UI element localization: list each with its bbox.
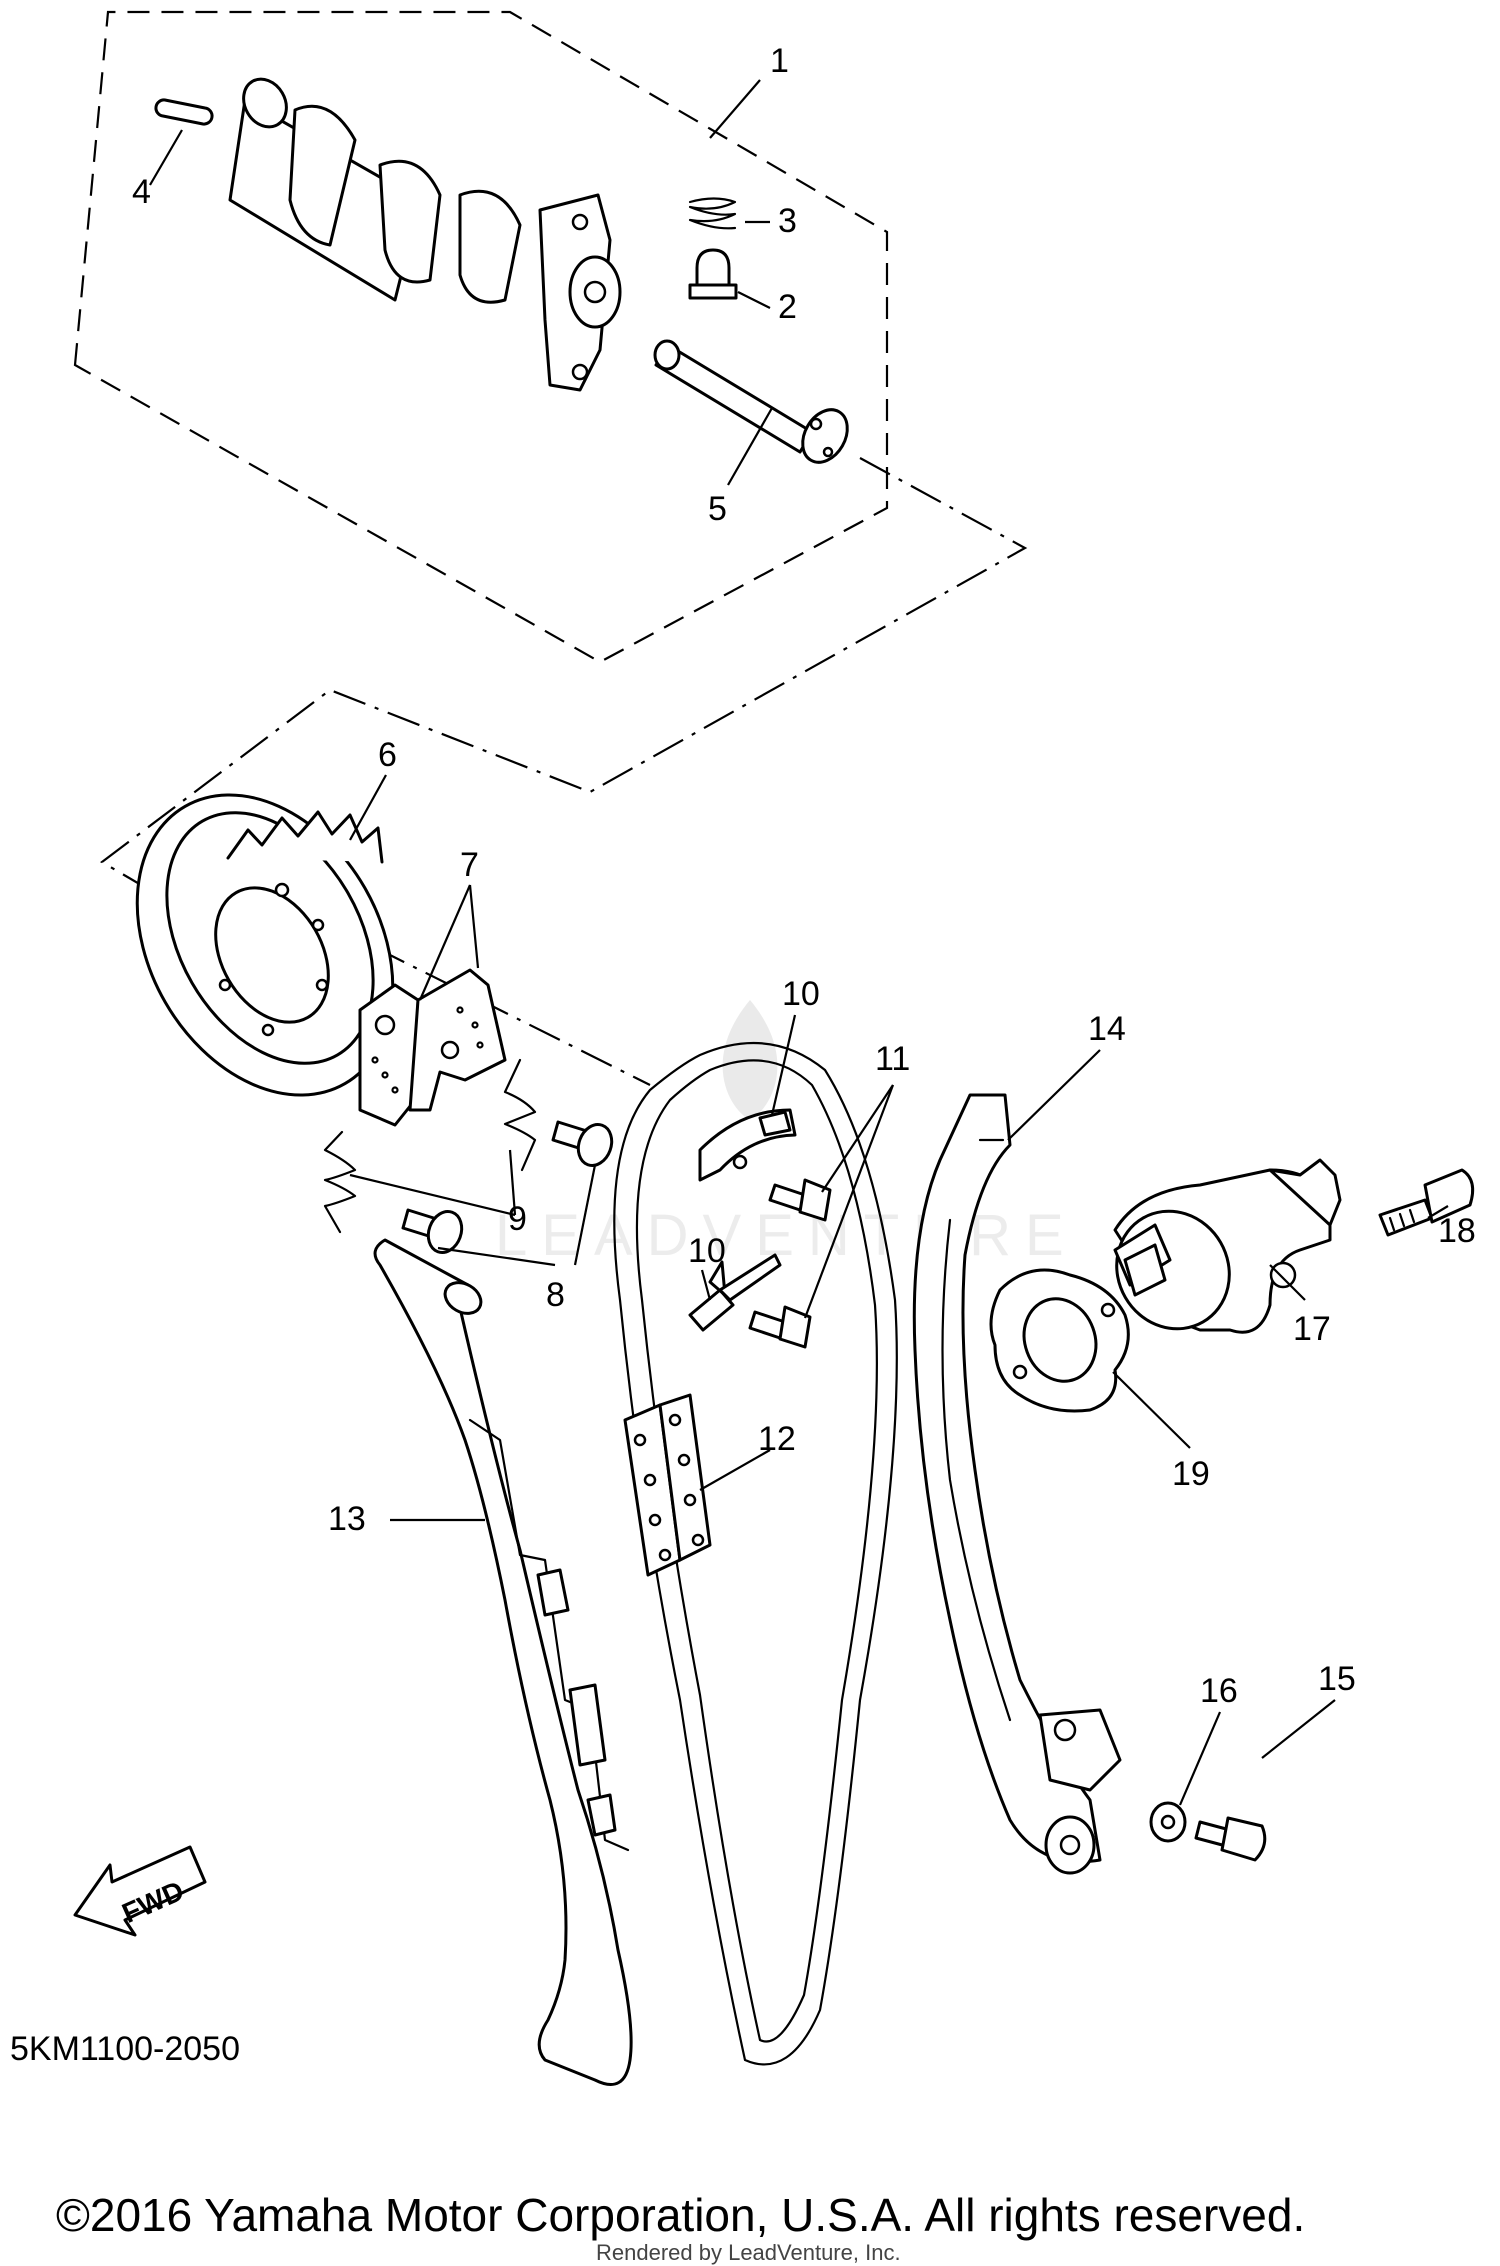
callout-10-upper: 10 <box>782 975 820 1013</box>
dowel-pin <box>154 98 214 126</box>
leader-lines <box>149 79 1449 1806</box>
cam-sprocket <box>135 793 395 1097</box>
chain-guide-lower <box>688 1253 782 1332</box>
chain-guide-upper <box>698 1108 797 1182</box>
guide-pivot-bolt <box>1194 1816 1267 1862</box>
weight-spring-left <box>323 1130 357 1234</box>
callout-7: 7 <box>460 846 479 884</box>
callout-6: 6 <box>378 736 397 774</box>
callout-3: 3 <box>778 202 797 240</box>
callout-4: 4 <box>132 173 151 211</box>
diagram-code: 5KM1100-2050 <box>10 2030 240 2068</box>
callout-10-lower: 10 <box>688 1232 726 1270</box>
chain-guide-front <box>373 1238 633 2086</box>
plunger <box>688 248 738 300</box>
callout-16: 16 <box>1200 1672 1238 1710</box>
callout-11: 11 <box>875 1040 910 1078</box>
cam-chain <box>613 1041 898 2066</box>
copyright-notice: ©2016 Yamaha Motor Corporation, U.S.A. A… <box>56 2189 1306 2241</box>
fwd-arrow-icon: FWD <box>73 1845 207 1937</box>
callout-2: 2 <box>778 288 797 326</box>
tensioner-assembly <box>1113 1158 1342 1334</box>
weight-spring-right <box>503 1058 537 1172</box>
rendered-by-credit: Rendered by LeadVenture, Inc. <box>596 2240 901 2265</box>
callout-8: 8 <box>546 1276 565 1314</box>
washer <box>1149 1801 1187 1843</box>
callout-15: 15 <box>1318 1660 1356 1698</box>
callout-14: 14 <box>1088 1010 1126 1048</box>
callout-12: 12 <box>758 1420 796 1458</box>
callout-5: 5 <box>708 490 727 528</box>
tensioner-bolt <box>1378 1168 1475 1237</box>
tensioner-gasket <box>989 1268 1130 1413</box>
dashed-leader-line <box>100 457 1028 903</box>
callout-13: 13 <box>328 1500 366 1538</box>
callout-18: 18 <box>1438 1212 1476 1250</box>
callout-9: 9 <box>508 1200 527 1238</box>
decompressor-weights <box>358 968 507 1127</box>
chain-tensioner-guide <box>912 1093 1122 1875</box>
guide-bolt-lower <box>748 1305 812 1349</box>
sprocket-bolt-lower <box>401 1208 464 1254</box>
callout-labels: 1 2 3 4 5 6 7 8 9 10 10 11 12 13 14 15 1… <box>132 42 1476 1710</box>
decompressor-shaft <box>653 339 849 464</box>
callout-17: 17 <box>1293 1310 1331 1348</box>
camshaft <box>228 77 622 392</box>
callout-19: 19 <box>1172 1455 1210 1493</box>
guide-bolt-upper <box>768 1178 832 1222</box>
callout-1: 1 <box>770 42 789 80</box>
sprocket-bolt-upper <box>551 1120 614 1167</box>
svg-text:LEADVENTURE: LEADVENTURE <box>495 1203 1078 1268</box>
spring <box>688 197 737 230</box>
camshaft-assembly-boundary <box>73 10 889 664</box>
